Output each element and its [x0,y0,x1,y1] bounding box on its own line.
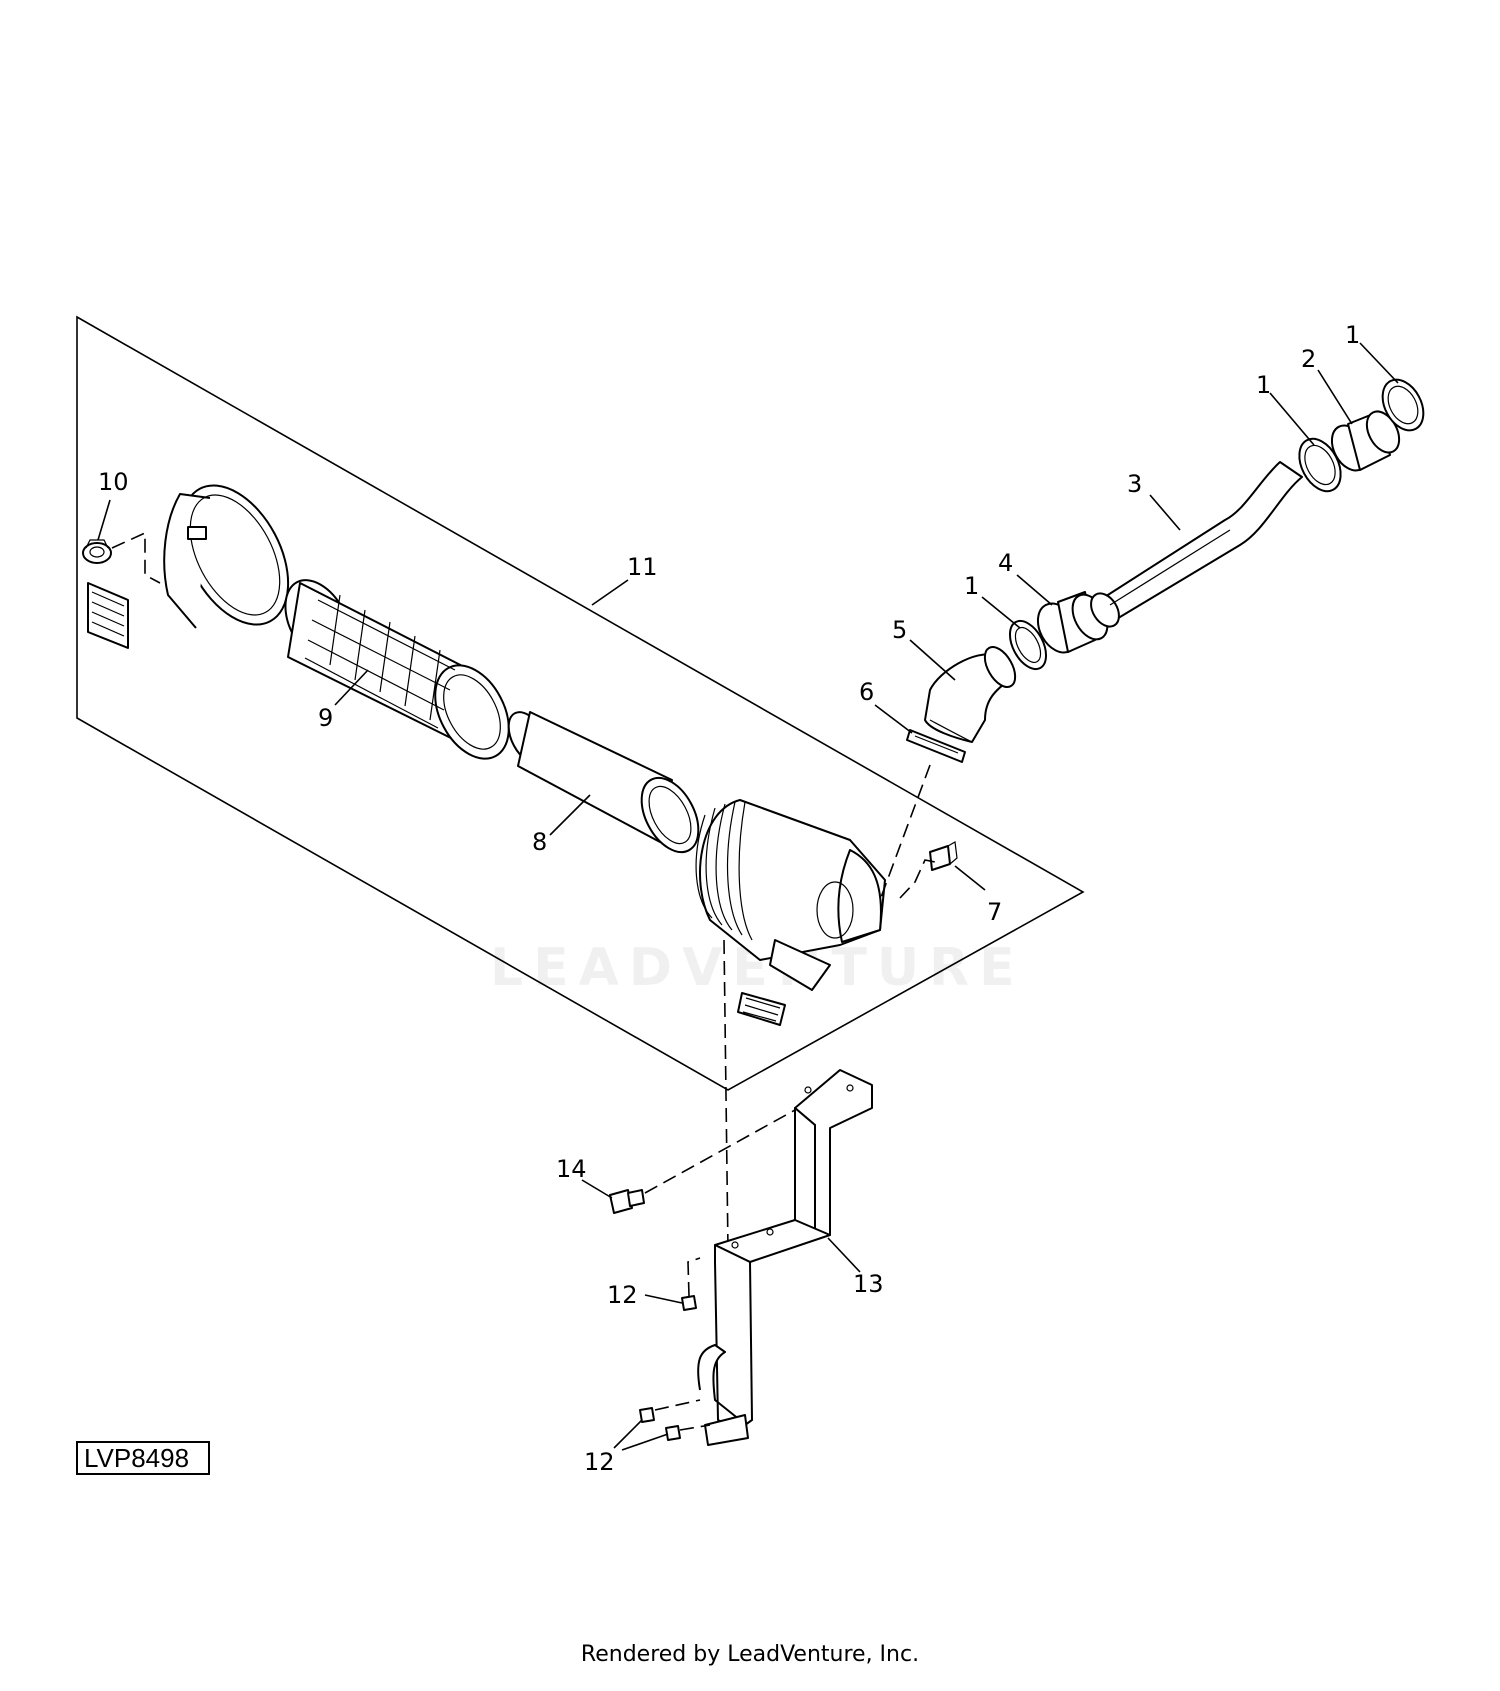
callout-4: 4 [998,549,1013,577]
connector-alignment-line [899,859,936,899]
hose-clamp-part [1008,619,1048,671]
latch-alignment-line [111,531,161,584]
callout-7: 7 [987,898,1002,926]
leader-1-upper [1269,392,1315,446]
leader-1-end [1359,342,1399,384]
callout-12: 12 [607,1281,638,1309]
leader-14 [581,1179,613,1199]
connector-part [929,841,958,871]
mounting-bracket-part [697,1069,873,1446]
callout-9: 9 [318,704,333,732]
end-hose-clamp-part [1381,378,1425,432]
leader-11 [591,579,629,606]
callout-14: 14 [556,1155,587,1183]
elbow-part [924,646,1017,743]
lower-nut-alignment-line [654,1399,711,1431]
callout-8: 8 [532,828,547,856]
lower-nut-part-a [639,1407,655,1423]
callout-10: 10 [98,468,129,496]
primary-filter-part [284,579,510,760]
band-clamp-part [906,729,966,763]
assembly-panel-outline [76,315,1085,1091]
leader-13 [827,1237,861,1273]
callout-1: 1 [1345,321,1360,349]
leader-10 [97,499,111,541]
callout-5: 5 [892,616,907,644]
leader-5 [909,639,956,681]
leader-8 [549,794,591,836]
intake-alignment-line [879,764,931,901]
decal-part [87,582,129,649]
latch-part [82,539,112,564]
upper-nut-part [681,1295,697,1311]
footer-credit: Rendered by LeadVenture, Inc. [580,1642,920,1667]
lower-nut-part-b [665,1425,681,1441]
callout-6: 6 [859,678,874,706]
leader-6 [874,704,913,734]
leader-4 [1016,574,1053,606]
leader-12-lower [613,1419,669,1451]
callout-12: 12 [584,1448,615,1476]
upper-sleeve-part [1330,410,1401,472]
housing-decal-part [737,992,786,1026]
callout-1: 1 [1256,371,1271,399]
leader-12-upper [644,1294,683,1304]
callout-1: 1 [964,572,979,600]
leader-2 [1317,369,1353,425]
leader-9 [334,669,369,706]
diagram-id-label: LVP8498 [84,1443,189,1473]
diagram-id-box [76,1441,210,1475]
callout-3: 3 [1127,470,1142,498]
housing-mount-alignment-line [723,939,729,1251]
upper-nut-alignment-line [687,1257,701,1297]
cover-part [163,484,290,629]
callout-11: 11 [627,553,658,581]
bolt-alignment-line [644,1109,796,1194]
callout-13: 13 [853,1270,884,1298]
leader-3 [1149,494,1181,531]
bolt-part [609,1189,645,1214]
callout-2: 2 [1301,345,1316,373]
secondary-filter-part [507,711,700,854]
intake-tube-part [1090,461,1303,628]
leader-1-lower [981,596,1021,629]
air-cleaner-housing-part [695,799,886,991]
leader-7 [954,865,986,891]
